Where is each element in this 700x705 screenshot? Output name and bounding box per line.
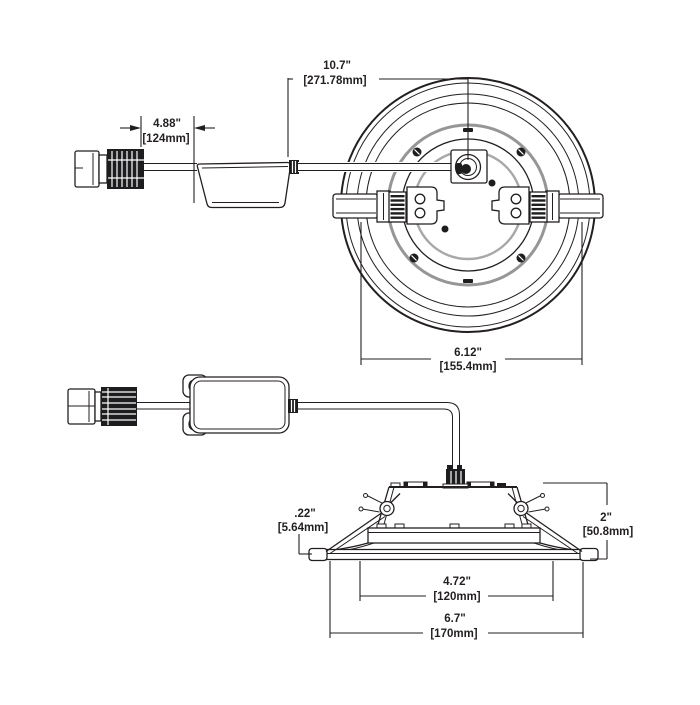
dim-cutout-diameter-in: 4.72" — [443, 576, 471, 588]
fixture-lead-wires-side — [298, 402, 460, 469]
left-spring-clip-side — [325, 493, 401, 554]
side-view-assembly: .22" [5.64mm] 2" [50.8mm] 4.72" [120mm] — [67, 374, 634, 640]
spring-coil — [513, 500, 529, 517]
dim-flange-thickness-in: .22" — [294, 508, 315, 520]
driver-cable-gland — [289, 160, 299, 174]
connector-rib-slits — [102, 388, 136, 425]
plug-lead-wires-side — [137, 402, 190, 410]
spring-coil — [379, 500, 395, 517]
wire-connector-top-view — [74, 149, 144, 189]
back-screws — [409, 128, 526, 283]
dim-cutout-diameter-mm: [120mm] — [433, 591, 480, 603]
back-view-assembly: 10.7" [271.78mm] 4.88" [124mm] 6.12" [15… — [74, 60, 604, 373]
dim-connector-lead: 4.88" [124mm] — [120, 116, 215, 203]
wire-connector-side-view — [67, 387, 137, 426]
fixture-lead-wires-top — [298, 162, 451, 172]
right-spring-clip-side — [507, 493, 583, 554]
connector-rib-slits — [108, 151, 144, 187]
dim-connector-lead-mm: [124mm] — [142, 133, 189, 145]
dim-cutout-diameter: 4.72" [120mm] — [359, 561, 554, 603]
dim-lead-length-in: 10.7" — [323, 60, 351, 72]
driver-cable-gland — [288, 399, 298, 413]
dim-housing-diameter-mm: [155.4mm] — [440, 361, 497, 373]
dim-housing-diameter: 6.12" [155.4mm] — [360, 222, 583, 373]
dim-connector-lead-in: 4.88" — [153, 118, 181, 130]
dim-flange-thickness: .22" [5.64mm] — [278, 508, 329, 555]
dim-height-mm: [50.8mm] — [583, 526, 634, 538]
fixture-side-body — [308, 465, 599, 562]
dim-lead-length: 10.7" [271.78mm] — [287, 60, 469, 160]
dim-lead-length-mm: [271.78mm] — [303, 75, 366, 87]
clip-bracket-plate — [406, 186, 445, 225]
spring-coils — [531, 195, 546, 219]
clip-bar — [557, 193, 604, 219]
dim-housing-diameter-in: 6.12" — [454, 347, 482, 359]
driver-box-side-view — [182, 374, 298, 436]
dim-overall-diameter-mm: [170mm] — [430, 628, 477, 640]
clip-bracket-plate — [491, 186, 530, 225]
dim-height: 2" [50.8mm] — [543, 482, 634, 560]
dim-flange-thickness-mm: [5.64mm] — [278, 522, 329, 534]
arrowhead-right — [130, 125, 141, 131]
heatsink-band — [367, 523, 541, 544]
plug-lead-wires-top — [144, 163, 197, 171]
dim-height-in: 2" — [600, 512, 612, 524]
left-spring-clip-top — [332, 186, 445, 225]
connector-ribbed-barrel — [107, 149, 144, 189]
dim-overall-diameter: 6.7" [170mm] — [329, 561, 584, 640]
spring-coils — [390, 195, 405, 219]
dim-overall-diameter-in: 6.7" — [444, 613, 465, 625]
right-spring-clip-top — [491, 186, 604, 225]
arrowhead-left — [194, 125, 205, 131]
driver-body — [189, 376, 290, 434]
driver-box-top-view — [196, 160, 299, 209]
clip-bar — [332, 193, 379, 219]
trim-flange — [308, 547, 599, 562]
fixture-center-gland — [450, 149, 488, 184]
flange-end-cap-right — [579, 547, 599, 562]
